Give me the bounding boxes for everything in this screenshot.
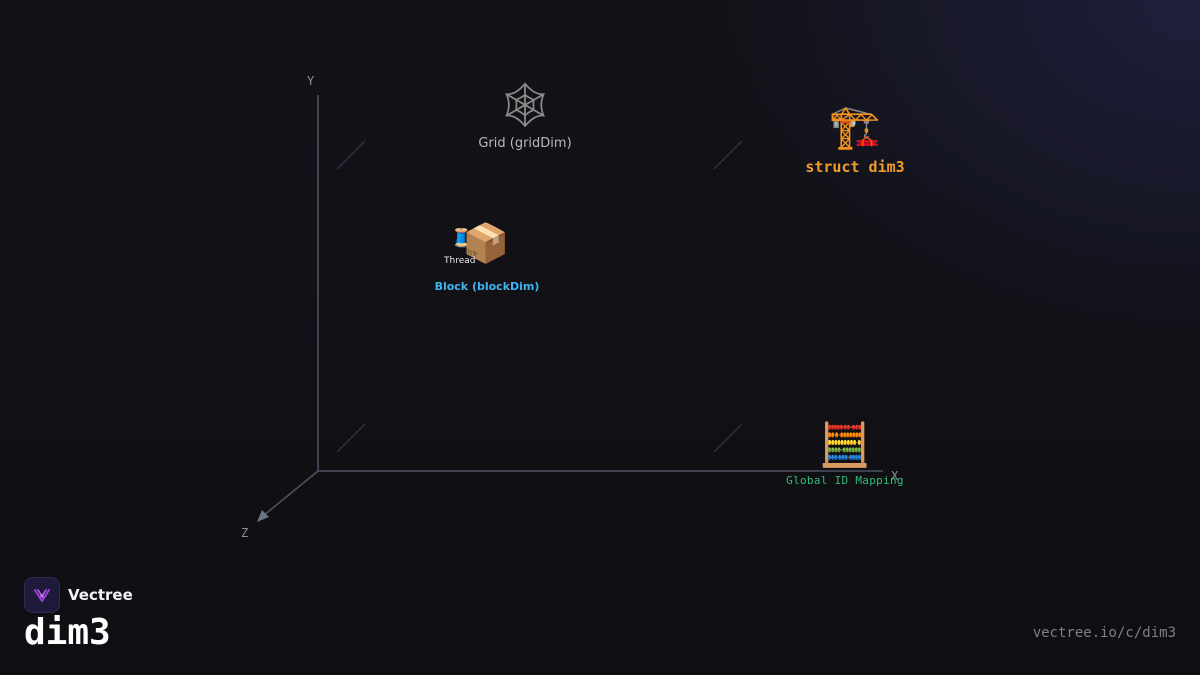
grid-label: Grid (gridDim) bbox=[478, 136, 572, 151]
depth-tick bbox=[336, 140, 366, 170]
z-axis-arrowhead bbox=[257, 510, 269, 522]
z-axis-label: Z bbox=[241, 526, 249, 540]
brand: Vectree bbox=[24, 577, 133, 613]
page-title: dim3 bbox=[24, 612, 111, 653]
abacus-icon: 🧮 bbox=[818, 420, 872, 469]
dim3-label: struct dim3 bbox=[805, 158, 905, 176]
vectree-logo-icon bbox=[24, 577, 60, 613]
grid-node: 🕸 Grid (gridDim) bbox=[470, 80, 580, 152]
x-axis-label: X bbox=[891, 469, 899, 483]
depth-tick bbox=[713, 423, 743, 453]
dim3-node: 🏗️ struct dim3 bbox=[790, 102, 920, 177]
block-label: Block (blockDim) bbox=[434, 280, 540, 293]
y-axis-label: Y bbox=[307, 74, 315, 88]
construction-crane-icon: 🏗️ bbox=[828, 102, 882, 151]
package-icon: 📦 bbox=[462, 221, 510, 265]
spider-web-icon: 🕸 bbox=[497, 80, 553, 131]
source-url[interactable]: vectree.io/c/dim3 bbox=[1032, 625, 1176, 641]
depth-tick bbox=[713, 140, 743, 170]
block-node: 🧵 📦 Thread Block (blockDim) bbox=[432, 222, 542, 293]
thread-spool-icon: 🧵 bbox=[450, 228, 473, 249]
z-axis-line bbox=[262, 470, 319, 517]
brand-name: Vectree bbox=[68, 586, 133, 604]
global-id-node: 🧮 Global ID Mapping bbox=[782, 420, 908, 488]
thread-label: Thread bbox=[444, 256, 476, 266]
global-id-label: Global ID Mapping bbox=[786, 474, 904, 487]
depth-tick bbox=[336, 423, 366, 453]
